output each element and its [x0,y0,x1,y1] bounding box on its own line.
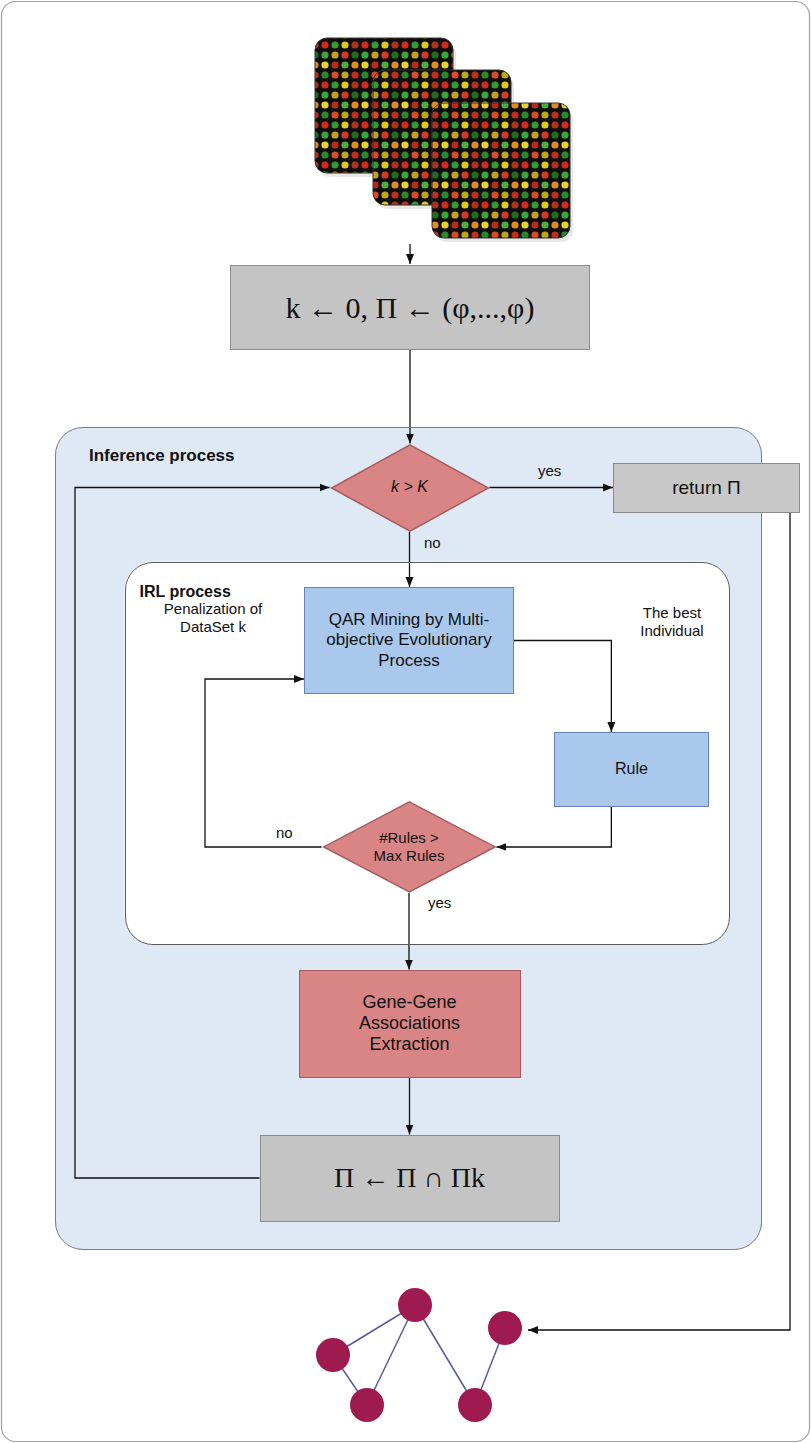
flow-arrow [408,893,409,970]
rule-box: Rule [554,732,709,807]
flow-arrow [514,641,611,733]
node-text: k ← 0, Π ← (φ,...,φ) [286,290,535,325]
panel-heading: Inference process [89,446,235,466]
node-text: Gene-Gene Associations Extraction [342,992,477,1056]
edge-label: no [276,824,293,842]
network-graph [316,1288,522,1422]
node-text: return Π [672,477,741,499]
node-text: Π ← Π ∩ Πk [334,1161,485,1194]
edge-label: yes [538,462,561,480]
network-node [350,1388,384,1422]
process-box: QAR Mining by Multi-objective Evolutiona… [304,587,514,694]
decision-diamond: k > K [330,444,490,532]
node-text: Rule [615,760,648,779]
panel-fills [55,427,762,1250]
node-text: #Rules > Max Rules [364,829,454,864]
panel-fill [125,562,730,945]
network-node [398,1288,432,1322]
network-node [316,1338,350,1372]
flow-arrow [409,532,410,588]
return-box: return Π [613,463,800,513]
panel-heading: IRL process [140,583,231,602]
node-text: QAR Mining by Multi-objective Evolutiona… [319,610,499,670]
flow-arrow [490,487,614,488]
input-arrow [409,244,410,264]
edge-label: The best Individual [622,604,722,639]
inference-band: Inference process k > K IRL processQAR Min… [55,427,762,1250]
network-node [488,1311,522,1345]
node-text: k > K [391,478,428,497]
extraction-box: Gene-Gene Associations Extraction [299,970,521,1078]
microarray-slides [315,38,573,242]
network-node [458,1388,492,1422]
network-edge [415,1305,475,1405]
edge-label: yes [428,894,451,912]
update-box: Π ← Π ∩ Πk [260,1135,560,1222]
edge-label: no [424,534,441,552]
init-box: k ← 0, Π ← (φ,...,φ) [230,265,590,350]
flow-arrow [409,1078,410,1135]
diamond-fill [331,444,488,530]
diamond-fill [323,802,494,892]
note-label: Penalization of DataSet k [138,600,288,635]
flow-arrow [75,488,330,1179]
flow-arrow [205,679,322,847]
connectors [75,350,613,1178]
flow-arrow [409,350,410,444]
flow-arrow [496,807,611,847]
panel-fill [55,427,762,1250]
microarray-slide [432,103,570,238]
decision-diamond: #Rules > Max Rules [322,801,497,893]
